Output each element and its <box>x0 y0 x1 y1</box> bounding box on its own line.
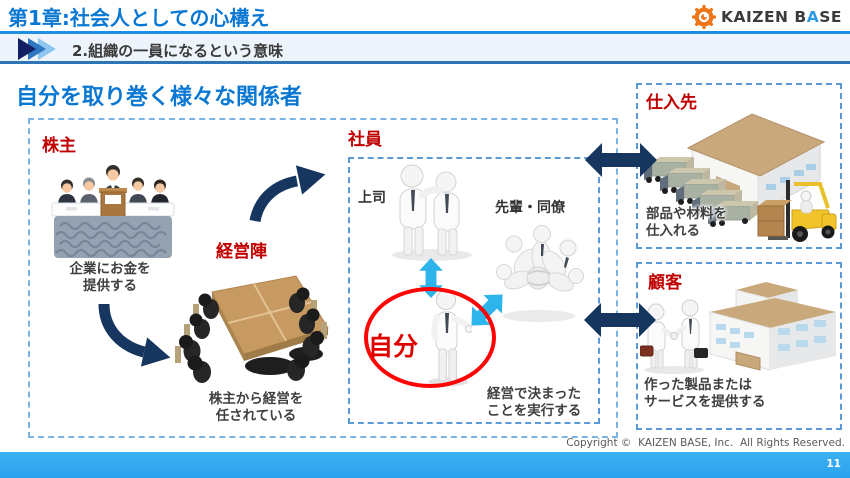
arrow-management-to-employees-icon <box>249 165 326 223</box>
section-header-bar <box>0 34 850 64</box>
supplier-warehouse-illustration <box>644 113 837 242</box>
customer-box <box>636 262 842 430</box>
arrow-shareholders-to-management-icon <box>98 303 171 367</box>
employees-box <box>348 157 600 424</box>
title-underline <box>0 31 850 34</box>
employees-label: 社員 <box>348 130 382 150</box>
kaizen-base-logo: KAIZEN BASE <box>691 5 842 29</box>
page-number: 11 <box>826 458 841 470</box>
forklift <box>757 180 837 242</box>
logo-suffix: SE <box>819 8 842 26</box>
chevron-arrows-icon <box>18 38 56 60</box>
customer-label: 顧客 <box>648 273 682 293</box>
management-boardroom-illustration <box>175 275 329 383</box>
page-title: 自分を取り巻く様々な関係者 <box>16 85 303 110</box>
self-highlight-ellipse <box>364 287 496 388</box>
arrow-employees-customer-icon <box>584 303 656 337</box>
logo-text: KAIZEN BASE <box>721 8 842 26</box>
self-label: 自分 <box>368 332 419 361</box>
customer-handshake-building-illustration <box>640 282 836 374</box>
logo-prefix: KAIZEN B <box>720 8 807 26</box>
company-boundary-box <box>28 118 618 438</box>
supplier-label: 仕入先 <box>646 93 697 113</box>
colleagues-label: 先輩・同僚 <box>495 200 565 216</box>
management-caption: 株主から経営を 任されている <box>208 391 304 424</box>
arrow-employees-supplier-icon <box>585 143 657 177</box>
employees-caption: 経営で決まった ことを実行する <box>486 386 582 419</box>
footer-bar: 11 <box>0 452 850 478</box>
section-title: 2.組織の一員になるという意味 <box>72 42 284 60</box>
chapter-title: 第1章:社会人としての心構え <box>8 6 270 30</box>
copyright-text: Copyright © KAIZEN BASE, Inc. All Rights… <box>566 437 845 449</box>
shareholders-caption: 企業にお金を 提供する <box>69 261 151 294</box>
supplier-caption: 部品や材料を 仕入れる <box>646 206 727 239</box>
customer-caption: 作った製品または サービスを提供する <box>644 377 766 410</box>
boss-figures-illustration <box>392 164 472 261</box>
boss-label: 上司 <box>358 190 386 206</box>
logo-accent: A <box>806 8 820 26</box>
colleagues-huddle-illustration <box>496 225 584 322</box>
gear-icon <box>691 5 716 29</box>
shareholders-label: 株主 <box>42 136 76 156</box>
management-label: 経営陣 <box>216 242 267 262</box>
shareholders-meeting-illustration <box>51 165 175 258</box>
